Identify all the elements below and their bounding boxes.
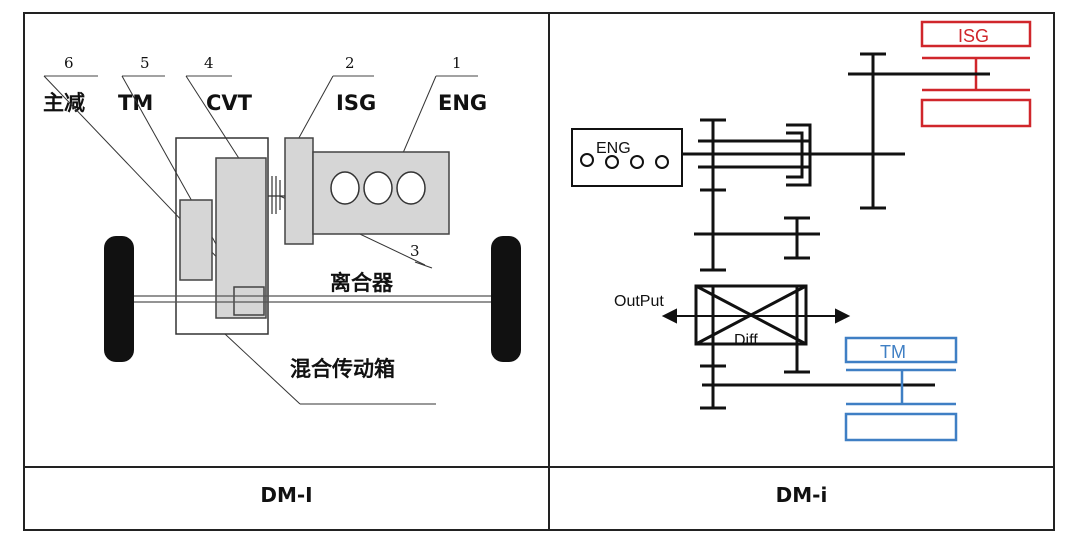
caption-dm-i-upper: DM-I [260,483,313,507]
label-final-drive: 主减 [43,91,85,115]
part-number-labels: 6 5 4 2 1 3 [64,54,462,260]
component-labels: 主减 TM CVT ISG ENG 离合器 混合传动箱 [43,91,487,381]
drive-axle [130,295,495,303]
output-arrow [661,308,851,324]
tm-label: TM [880,342,906,362]
label-clutch: 离合器 [330,271,394,295]
isg-gear-symbol [920,20,1032,128]
part-number-6: 6 [64,54,74,72]
tm-gear-symbol [844,336,958,442]
diff-label: Diff [734,332,758,349]
table-frame [23,12,1055,531]
caption-dm-i-lower: DM-i [775,483,828,507]
label-hybrid-transmission: 混合传动箱 [290,357,395,381]
right-panel-diagram: ISG ENG [571,20,1032,442]
hybrid-transmission-housing [175,137,269,335]
isg-label: ISG [958,26,989,46]
left-panel-diagram: 6 5 4 2 1 3 主减 TM CVT ISG ENG 离合器 混合传动箱 [43,54,521,405]
label-eng: ENG [438,91,487,115]
part-number-1: 1 [452,54,462,72]
label-cvt: CVT [206,91,253,115]
part-number-5: 5 [140,54,150,72]
left-wheel [104,236,134,362]
engine-cylinders [580,153,669,169]
clutch-symbol [268,176,285,214]
final-drive-block [233,286,265,316]
isg-block [284,137,314,245]
right-wheel [491,236,521,362]
engine-block [571,128,683,187]
part-number-3: 3 [410,242,420,260]
part-number-4: 4 [204,54,214,72]
transmission-shafts [682,52,990,410]
output-label: OutPut [614,293,664,310]
label-tm: TM [118,91,153,115]
tm-block [179,199,213,281]
label-isg: ISG [336,91,376,115]
engine-cylinders [330,171,426,205]
leader-lines [43,75,437,405]
part-number-2: 2 [345,54,355,72]
eng-label: ENG [596,140,631,157]
